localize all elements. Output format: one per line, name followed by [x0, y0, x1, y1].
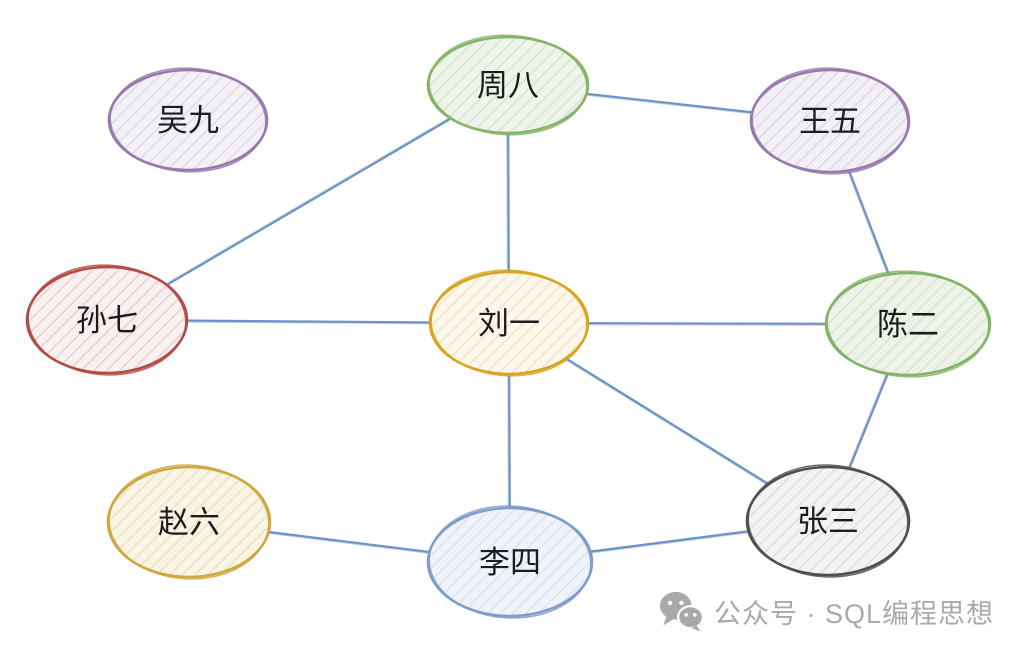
node-ellipse [428, 270, 590, 376]
watermark-text: 公众号 · SQL编程思想 [713, 598, 994, 629]
node-zhaoliu: 赵六 [106, 464, 272, 580]
node-zhangsan: 张三 [745, 464, 911, 578]
node-label: 李四 [479, 545, 541, 580]
node-zhouba: 周八 [426, 34, 590, 136]
node-liuyi: 刘一 [428, 269, 590, 377]
node-wujiu: 吴九 [107, 67, 269, 173]
node-label: 孙七 [76, 303, 138, 338]
node-label: 陈二 [877, 307, 939, 342]
node-ellipse [426, 506, 594, 618]
node-ellipse [106, 465, 272, 579]
node-ellipse [107, 68, 269, 172]
node-ellipse [824, 271, 992, 377]
node-label: 张三 [797, 504, 859, 539]
node-sunqi: 孙七 [25, 264, 189, 376]
node-ellipse-sketch [109, 67, 267, 173]
node-chener: 陈二 [824, 270, 992, 378]
node-ellipse-sketch [747, 464, 909, 578]
wechat-icon [659, 591, 704, 632]
node-ellipse [426, 35, 590, 135]
node-ellipse [749, 68, 911, 174]
node-label: 赵六 [158, 505, 220, 540]
node-ellipse [745, 465, 911, 577]
node-wangwu: 王五 [749, 67, 911, 175]
node-label: 王五 [799, 104, 861, 139]
node-ellipse [25, 265, 189, 375]
node-ellipse-sketch [751, 67, 909, 175]
node-label: 周八 [477, 68, 539, 103]
node-ellipse-sketch [27, 264, 187, 376]
node-ellipse-sketch [428, 34, 588, 136]
watermark: 公众号 · SQL编程思想 [658, 590, 994, 632]
edge-zhouba-sunqi [105, 83, 510, 322]
node-ellipse-sketch [430, 269, 588, 377]
node-label: 吴九 [157, 103, 219, 138]
node-ellipse-sketch [428, 505, 592, 619]
node-ellipse-sketch [826, 270, 990, 378]
node-ellipse-sketch [108, 464, 270, 580]
node-label: 刘一 [478, 306, 540, 341]
node-lisi: 李四 [426, 505, 594, 619]
